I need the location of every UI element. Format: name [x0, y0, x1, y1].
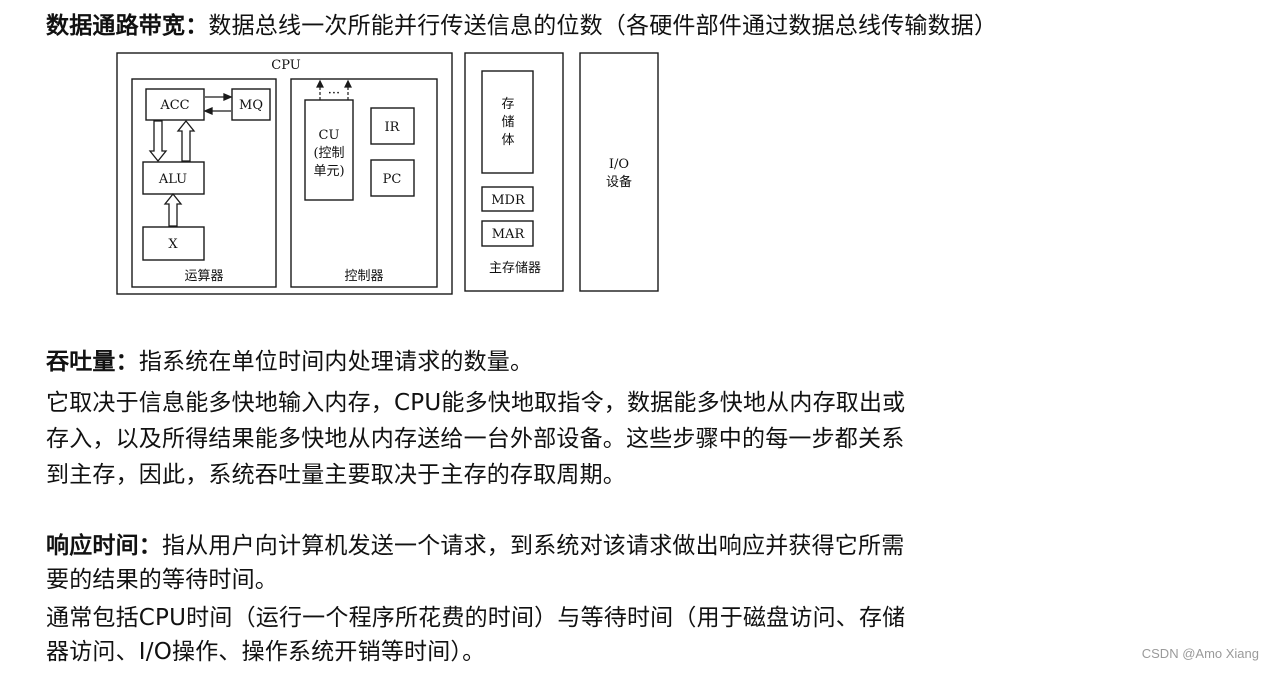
- pc-box: [370, 159, 415, 197]
- alu-label: ALU: [158, 172, 187, 187]
- throughput-line-1: 它取决于信息能多快地输入内存，CPU能多快地取指令，数据能多快地从内存取出或: [46, 390, 906, 416]
- cpu-label: CPU: [271, 58, 300, 73]
- mdr-label: MDR: [491, 193, 526, 208]
- ir-label: IR: [385, 120, 401, 135]
- io-label-line1: I/O: [609, 157, 629, 172]
- throughput-line-2: 存入，以及所得结果能多快地从内存送给一台外部设备。这些步骤中的每一步都关系: [46, 426, 905, 452]
- main-memory-label: 主存储器: [489, 261, 541, 276]
- storage-body-line1: 存: [501, 97, 514, 112]
- response-line-2: 通常包括CPU时间（运行一个程序所花费的时间）与等待时间（用于磁盘访问、存储: [46, 605, 906, 631]
- mq-box: [231, 88, 271, 121]
- x-label: X: [168, 237, 178, 252]
- throughput-definition: 指系统在单位时间内处理请求的数量。: [138, 349, 534, 375]
- storage-body-box: [481, 70, 534, 174]
- cu-label-line1: CU: [319, 128, 340, 143]
- acc-label: ACC: [159, 98, 189, 113]
- cu-signal-arrows: [316, 79, 352, 100]
- response-line-3: 器访问、I/O操作、操作系统开销等时间）。: [46, 639, 486, 665]
- cu-dots: ···: [328, 86, 340, 101]
- response-line-1: 要的结果的等待时间。: [46, 567, 278, 593]
- storage-body-line3: 体: [501, 133, 514, 148]
- acc-mq-arrows: [203, 93, 233, 115]
- acc-to-alu-arrow: [148, 120, 168, 163]
- x-to-alu-arrow: [163, 192, 183, 227]
- control-unit-label: 控制器: [344, 269, 383, 284]
- cpu-box: [116, 52, 453, 295]
- alu-unit-label: 运算器: [184, 269, 223, 284]
- throughput-line-3: 到主存，因此，系统吞吐量主要取决于主存的存取周期。: [46, 462, 626, 488]
- watermark: CSDN @Amo Xiang: [1141, 646, 1259, 661]
- response-heading: 响应时间：指从用户向计算机发送一个请求，到系统对该请求做出响应并获得它所需: [46, 531, 904, 561]
- throughput-term: 吞吐量：: [46, 349, 139, 375]
- x-box: [142, 226, 205, 261]
- cu-label-line2: (控制: [313, 146, 344, 161]
- acc-box: [145, 88, 205, 121]
- storage-body-line2: 储: [501, 115, 514, 130]
- cu-box: [304, 99, 354, 201]
- mar-box: [481, 220, 534, 247]
- main-memory-box: [464, 52, 564, 292]
- control-unit-box: [290, 78, 438, 288]
- mdr-box: [481, 186, 534, 212]
- response-definition: 指从用户向计算机发送一个请求，到系统对该请求做出响应并获得它所需: [162, 533, 905, 559]
- cu-label-line3: 单元): [313, 164, 344, 179]
- pc-label: PC: [383, 172, 402, 187]
- io-device-box: [579, 52, 659, 292]
- bandwidth-term: 数据通路带宽：: [46, 13, 209, 39]
- bandwidth-definition: 数据总线一次所能并行传送信息的位数（各硬件部件通过数据总线传输数据）: [208, 13, 998, 39]
- bandwidth-paragraph: 数据通路带宽：数据总线一次所能并行传送信息的位数（各硬件部件通过数据总线传输数据…: [46, 11, 997, 41]
- throughput-heading: 吞吐量：指系统在单位时间内处理请求的数量。: [46, 347, 533, 377]
- mar-label: MAR: [492, 227, 526, 242]
- io-label-line2: 设备: [606, 174, 632, 190]
- alu-unit-box: [131, 78, 277, 288]
- mq-label: MQ: [239, 98, 263, 113]
- alu-to-acc-arrow: [176, 119, 196, 162]
- response-term: 响应时间：: [46, 533, 162, 559]
- ir-box: [370, 107, 415, 145]
